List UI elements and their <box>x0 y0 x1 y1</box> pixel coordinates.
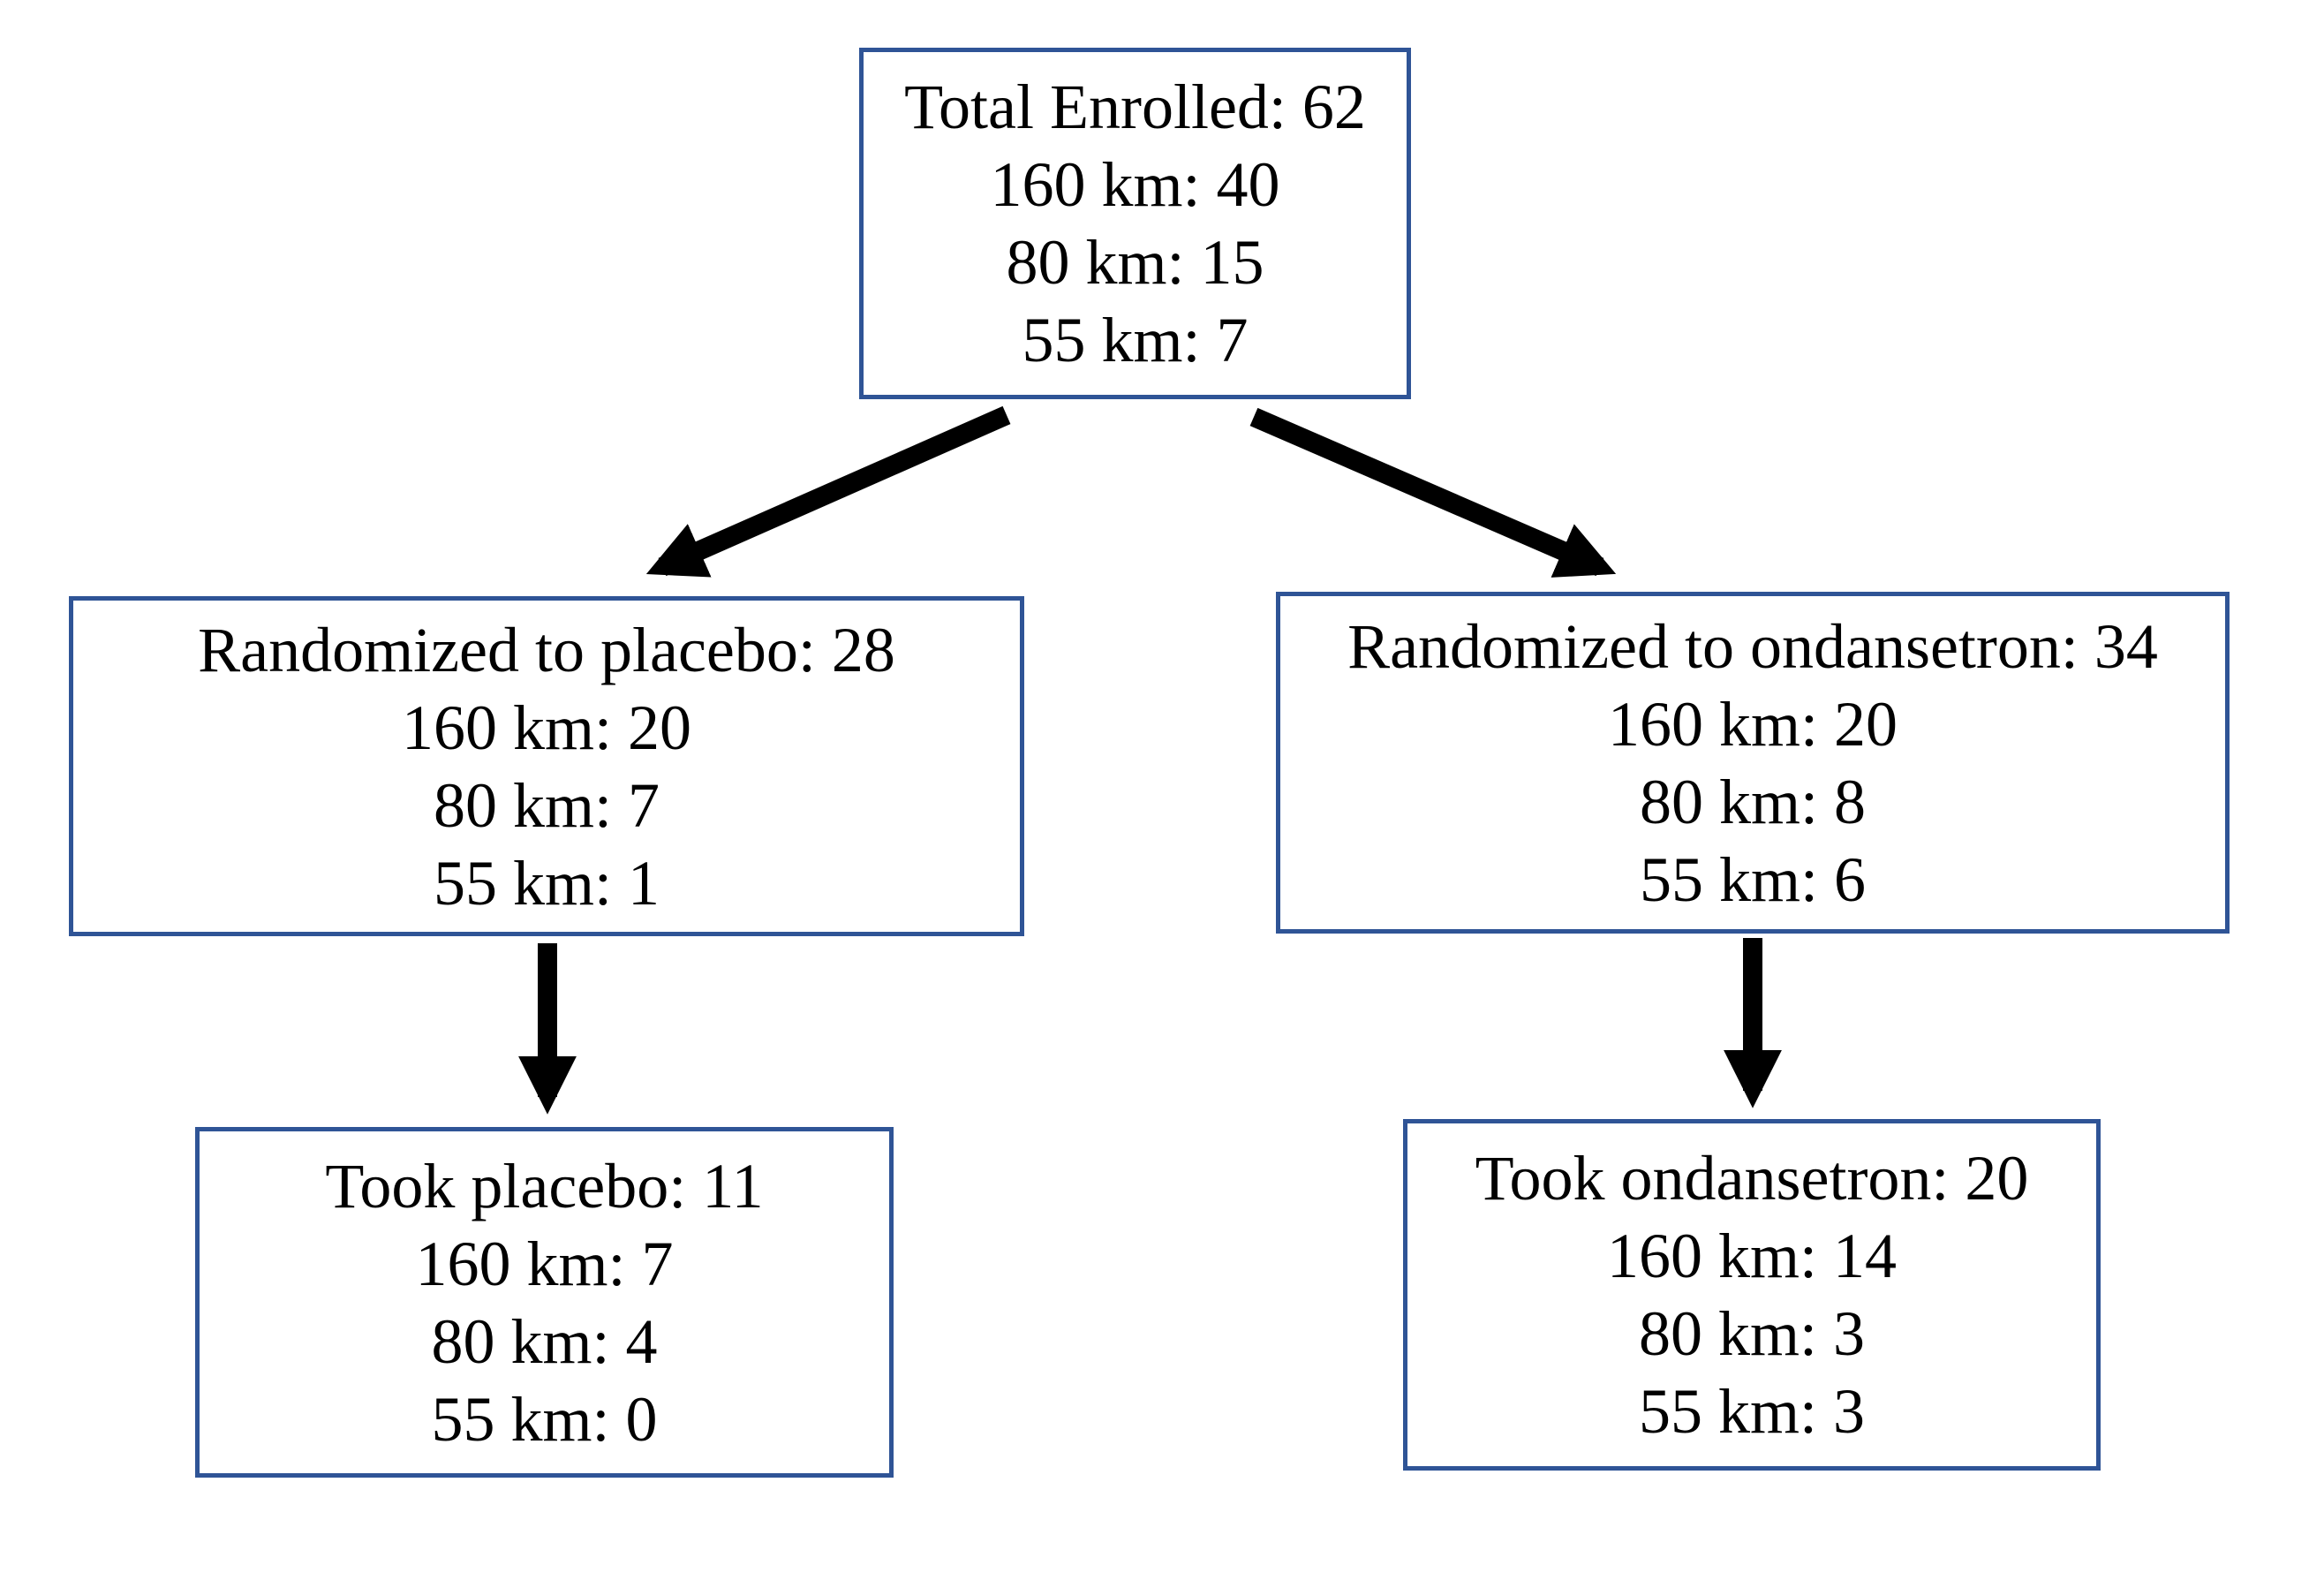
node-line-160km: 160 km: 7 <box>415 1228 674 1299</box>
node-randomized-placebo: Randomized to placebo: 28 160 km: 20 80 … <box>69 596 1024 936</box>
node-line-55km: 55 km: 1 <box>433 847 660 919</box>
node-line-160km: 160 km: 40 <box>990 149 1280 220</box>
node-title: Took placebo: 11 <box>325 1150 764 1221</box>
node-line-160km: 160 km: 14 <box>1606 1221 1897 1291</box>
node-line-80km: 80 km: 8 <box>1639 766 1866 837</box>
arrow-total-to-placebo <box>645 405 1011 578</box>
arrow-total-to-ondansetron <box>1249 407 1617 578</box>
node-title: Randomized to ondansetron: 34 <box>1347 610 2158 682</box>
node-line-80km: 80 km: 7 <box>433 769 660 841</box>
node-line-55km: 55 km: 7 <box>1022 305 1249 375</box>
node-took-ondansetron: Took ondansetron: 20 160 km: 14 80 km: 3… <box>1403 1119 2101 1471</box>
node-title: Took ondansetron: 20 <box>1475 1143 2029 1214</box>
node-line-160km: 160 km: 20 <box>401 692 691 763</box>
node-randomized-ondansetron: Randomized to ondansetron: 34 160 km: 20… <box>1276 592 2230 934</box>
node-line-160km: 160 km: 20 <box>1607 688 1898 760</box>
node-title: Randomized to placebo: 28 <box>198 614 895 685</box>
node-line-55km: 55 km: 0 <box>431 1383 658 1455</box>
node-line-80km: 80 km: 4 <box>431 1305 658 1377</box>
node-line-80km: 80 km: 15 <box>1006 227 1264 298</box>
node-line-80km: 80 km: 3 <box>1638 1298 1865 1369</box>
node-total-enrolled: Total Enrolled: 62 160 km: 40 80 km: 15 … <box>859 48 1411 399</box>
node-line-55km: 55 km: 3 <box>1638 1376 1865 1447</box>
node-line-55km: 55 km: 6 <box>1639 843 1866 915</box>
node-took-placebo: Took placebo: 11 160 km: 7 80 km: 4 55 k… <box>195 1127 894 1478</box>
node-title: Total Enrolled: 62 <box>904 72 1366 142</box>
